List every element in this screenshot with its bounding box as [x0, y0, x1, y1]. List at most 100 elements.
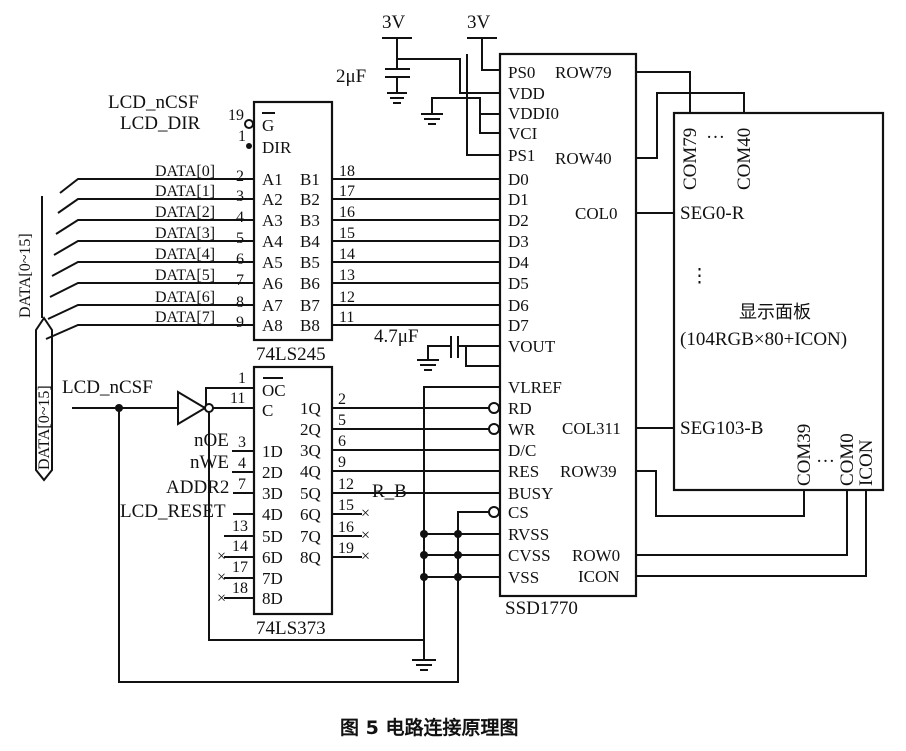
ssd-left-pin-13: VOUT — [508, 337, 556, 356]
lcd-dir-label: LCD_DIR — [120, 113, 201, 134]
ssd-left-pin-23: VSS — [508, 568, 539, 587]
ground-symbol-vddio — [421, 113, 443, 125]
vss-rails — [423, 533, 500, 660]
ssd-right-pin-0: ROW79 — [555, 63, 612, 82]
addr2-label: ADDR2 — [166, 477, 229, 498]
lcd-ncsf-label-245: LCD_nCSF — [108, 92, 199, 113]
ic245-b6-pin: 13 — [339, 267, 355, 284]
ic245-a4-pin: 5 — [236, 230, 244, 247]
ssd-left-pin-20: CS — [508, 503, 529, 522]
ic245-b1-pin: 18 — [339, 163, 355, 180]
q-output-wires — [332, 407, 500, 558]
wr-bubble — [488, 423, 500, 435]
panel-com40: COM40 — [734, 128, 755, 190]
data-line-6-label: DATA[6] — [155, 289, 215, 306]
r-b-label: R_B — [372, 481, 407, 502]
ic245-a6-label: A6 — [262, 274, 283, 293]
panel-seg-top: SEG0-R — [680, 203, 745, 224]
nc-mark-q7: × — [361, 527, 370, 544]
ic373-q1-label: 1Q — [300, 399, 321, 418]
ic-ssd1770-name: SSD1770 — [505, 598, 578, 619]
data-line-1-label: DATA[1] — [155, 183, 215, 200]
data-line-0-label: DATA[0] — [155, 163, 215, 180]
ssd-left-pin-15: RD — [508, 399, 532, 418]
panel-subtitle: (104RGB×80+ICON) — [680, 329, 847, 350]
vdd-wire — [397, 58, 500, 94]
ssd-left-pin-7: D2 — [508, 211, 529, 230]
pin-q1-number: 2 — [338, 391, 346, 408]
ic245-b8-label: B8 — [300, 316, 320, 335]
ssd-right-pin-4: ROW39 — [560, 462, 617, 481]
rd-bubble — [488, 402, 500, 414]
ic245-b2-label: B2 — [300, 190, 320, 209]
panel-vdots: ⋮ — [690, 266, 709, 287]
lcd-reset-label: LCD_RESET — [120, 501, 226, 522]
ssd-left-pin-8: D3 — [508, 232, 529, 251]
ic-74ls245-name: 74LS245 — [256, 344, 326, 365]
ic245-a1-label: A1 — [262, 170, 283, 189]
panel-title: 显示面板 — [739, 302, 811, 323]
pin-19-number: 19 — [228, 107, 244, 124]
pin-q4-number: 9 — [338, 454, 346, 471]
panel-top-ellipsis: … — [706, 122, 725, 143]
d-input-wires — [224, 450, 254, 599]
ic373-q7-label: 7Q — [300, 527, 321, 546]
ssd-left-pin-19: BUSY — [508, 484, 553, 503]
display-panel-body — [672, 111, 885, 492]
ic245-b7-pin: 12 — [339, 289, 355, 306]
ic373-q2-label: 2Q — [300, 420, 321, 439]
ic373-d3-label: 3D — [262, 484, 283, 503]
junction-cs2 — [454, 551, 462, 559]
pin-d4-number: 13 — [232, 518, 248, 535]
data-line-2-wire — [55, 219, 254, 235]
ssd-left-pin-22: CVSS — [508, 546, 551, 565]
ssd-left-pin-9: D4 — [508, 253, 529, 272]
junction-vss — [420, 573, 428, 581]
data-line-3-wire — [53, 240, 254, 256]
ssd-left-pin-21: RVSS — [508, 525, 549, 544]
supply-3v-right-symbol — [467, 37, 500, 71]
ic-74ls373-name: 74LS373 — [256, 618, 326, 639]
ic373-d8-label: 8D — [262, 589, 283, 608]
junction-cs — [454, 530, 462, 538]
data-line-1-wire — [57, 198, 254, 214]
data-line-5-wire — [49, 282, 254, 298]
panel-com0: COM0 — [837, 433, 858, 486]
panel-com39: COM39 — [794, 424, 815, 486]
ic245-a1-pin: 2 — [236, 168, 244, 185]
data-line-6-wire — [47, 304, 254, 320]
ic373-d2-label: 2D — [262, 463, 283, 482]
nc-mark-q8: × — [361, 548, 370, 565]
pin-c-label: C — [262, 401, 273, 420]
ssd-left-pin-0: PS0 — [508, 63, 535, 82]
ic245-a2-pin: 3 — [236, 188, 244, 205]
ic245-a3-pin: 4 — [236, 209, 244, 226]
lcd-ncsf-label-373: LCD_nCSF — [62, 377, 153, 398]
icon-wire — [636, 490, 867, 577]
pin-dir-label: DIR — [262, 138, 292, 157]
ic373-d5-label: 5D — [262, 527, 283, 546]
pin-c-number: 11 — [230, 390, 245, 407]
ic373-q3-label: 3Q — [300, 441, 321, 460]
noe-label: nOE — [194, 430, 229, 451]
ssd-left-pin-6: D1 — [508, 190, 529, 209]
supply-3v-left: 3V — [382, 12, 406, 33]
pin-q8-number: 19 — [338, 540, 354, 557]
row79-wire — [636, 71, 691, 113]
pin-1-dot — [246, 143, 252, 149]
panel-seg-bottom: SEG103-B — [680, 418, 763, 439]
data-line-7-label: DATA[7] — [155, 309, 215, 326]
ic245-b3-pin: 16 — [339, 204, 355, 221]
pin-q2-number: 5 — [338, 412, 346, 429]
ssd-left-pin-2: VDDI0 — [508, 104, 559, 123]
ssd-left-pin-16: WR — [508, 420, 536, 439]
ssd-left-pin-3: VCI — [508, 124, 538, 143]
ssd-left-pin-4: PS1 — [508, 146, 535, 165]
ic245-a5-pin: 6 — [236, 251, 244, 268]
panel-icon-label: ICON — [856, 439, 877, 486]
ps1-wire — [466, 54, 500, 156]
ic245-b7-label: B7 — [300, 296, 320, 315]
ic245-a7-label: A7 — [262, 296, 283, 315]
ssd-right-pin-3: COL311 — [562, 419, 621, 438]
